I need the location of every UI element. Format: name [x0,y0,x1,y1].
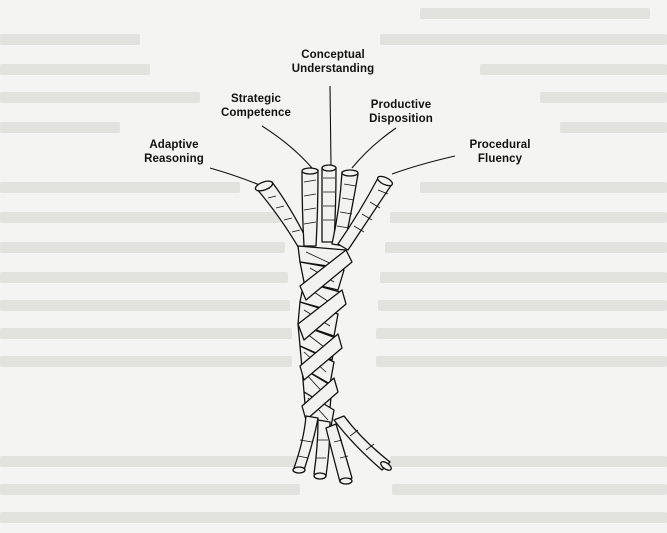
rope-strands-bottom [293,416,393,484]
label-conceptual-understanding: Conceptual Understanding [272,48,394,76]
label-procedural-line1: Procedural [448,138,552,152]
label-strategic-line1: Strategic [204,92,308,106]
rope-braid [298,246,352,432]
label-strategic-competence: Strategic Competence [204,92,308,120]
label-productive-line1: Productive [352,98,450,112]
label-adaptive-reasoning: Adaptive Reasoning [128,138,220,166]
label-productive-line2: Disposition [352,112,450,126]
label-adaptive-line1: Adaptive [128,138,220,152]
label-procedural-fluency: Procedural Fluency [448,138,552,166]
label-conceptual-line2: Understanding [272,62,394,76]
rope-strands-top [254,165,394,250]
label-productive-disposition: Productive Disposition [352,98,450,126]
label-conceptual-line1: Conceptual [272,48,394,62]
label-adaptive-line2: Reasoning [128,152,220,166]
label-strategic-line2: Competence [204,106,308,120]
label-procedural-line2: Fluency [448,152,552,166]
